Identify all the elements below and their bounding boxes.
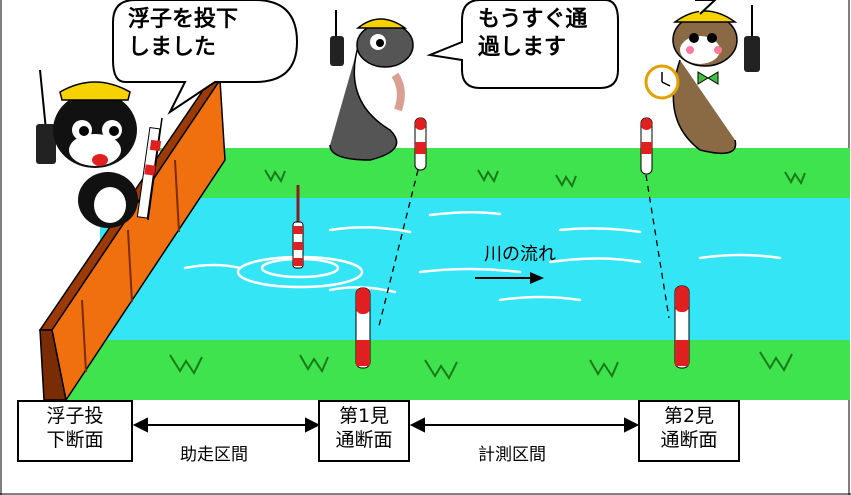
fish-bubble-text: もうすぐ通 過します — [478, 7, 588, 60]
section-box-drop: 浮子投 下断面 — [17, 400, 133, 462]
far-bank — [160, 148, 850, 198]
grass-tufts — [169, 169, 806, 380]
cat-speech-bubble — [112, 0, 299, 115]
interval-arrows — [132, 417, 640, 433]
otter-character-illustration — [644, 5, 760, 155]
pole-second-far — [640, 117, 653, 175]
section-box-first: 第1見 通断面 — [318, 400, 410, 462]
catfish-character-illustration — [329, 10, 414, 161]
held-float-pole — [136, 117, 163, 221]
bridge-post — [81, 299, 87, 373]
pole-first-near — [355, 287, 371, 369]
fish-speech-bubble — [426, 0, 619, 89]
interval-label-run-up: 助走区間 — [180, 445, 248, 465]
sight-line-second — [645, 174, 670, 319]
flow-arrow — [475, 272, 544, 284]
cat-character-illustration — [36, 69, 138, 228]
section-box-second: 第2見 通断面 — [638, 400, 740, 462]
interval-label-measure: 計測区間 — [478, 445, 546, 465]
dropped-float — [292, 185, 304, 269]
bridge-post — [127, 229, 133, 303]
cat-bubble-text: 浮子を投下 しました — [128, 7, 239, 60]
pole-first-far — [414, 117, 427, 171]
offscreen-bubble-tail — [695, 0, 717, 15]
flow-label: 川の流れ — [484, 244, 556, 265]
pole-second-near — [674, 285, 690, 369]
sight-line-first — [377, 169, 419, 331]
bridge-post — [174, 159, 180, 233]
